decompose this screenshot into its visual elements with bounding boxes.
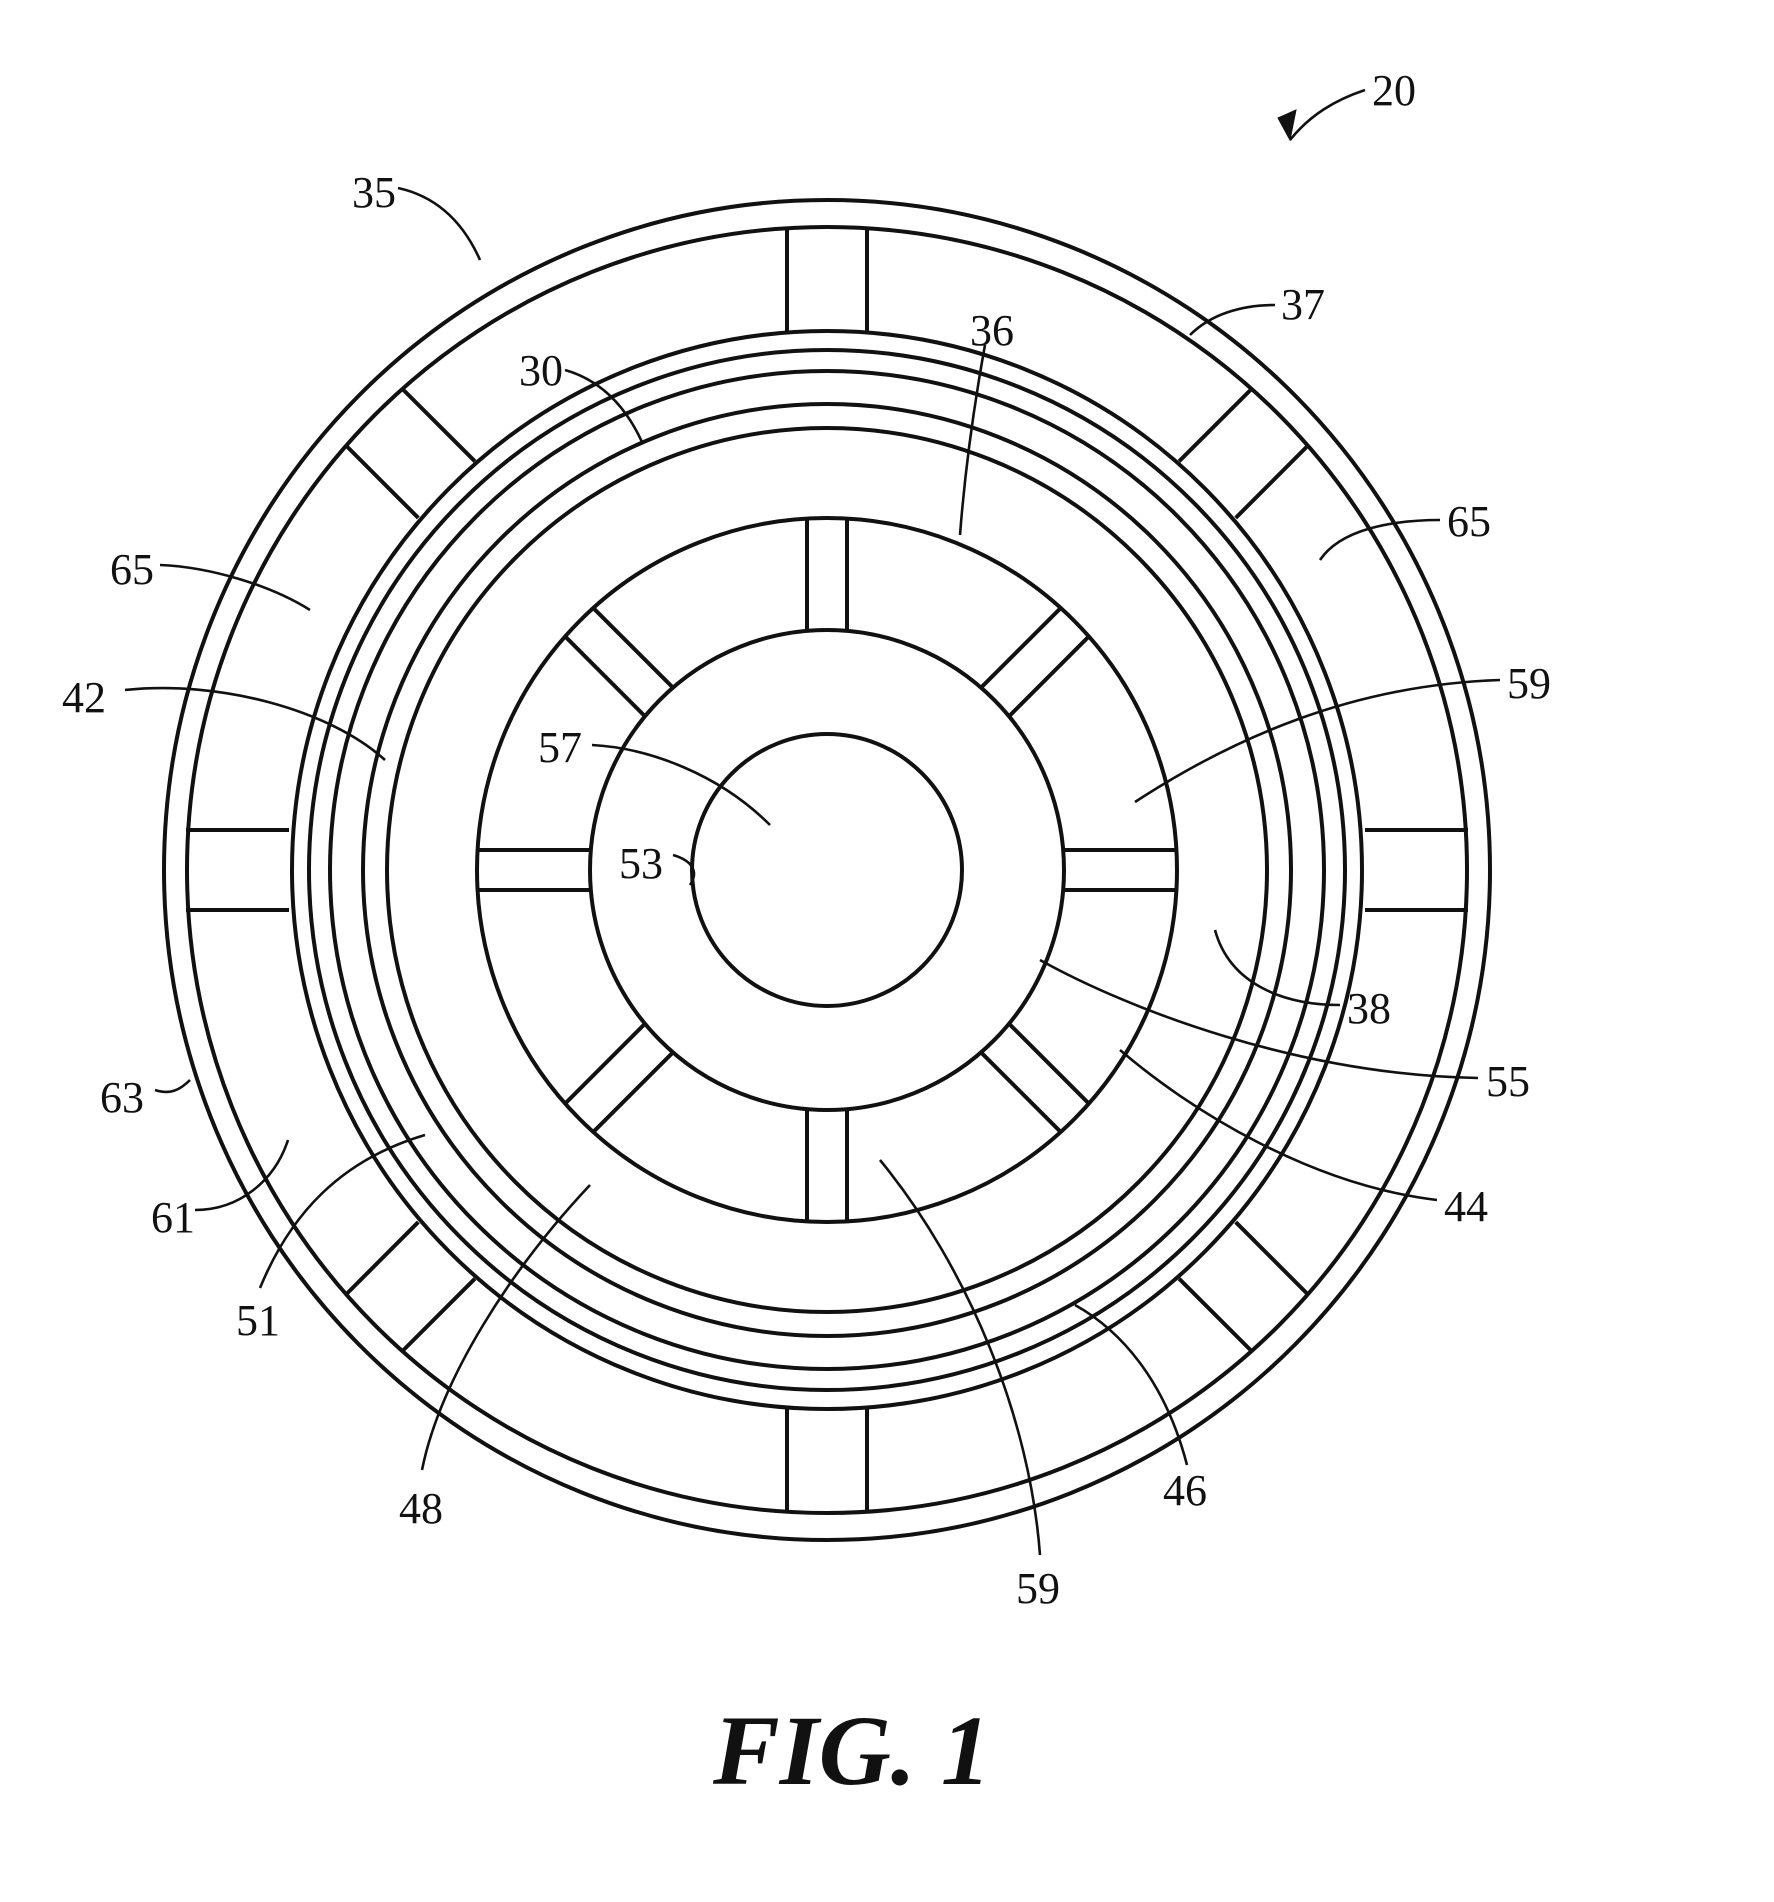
ref-label-48: 48 <box>399 1484 443 1533</box>
leader-20 <box>1290 90 1365 140</box>
ref-label-37: 37 <box>1281 280 1325 329</box>
ref-label-59-right: 59 <box>1507 659 1551 708</box>
ref-label-51: 51 <box>236 1296 280 1345</box>
leader-35 <box>398 188 480 260</box>
reference-labels: 20 35 37 36 30 65 65 42 59 57 53 38 55 6… <box>62 66 1551 1613</box>
ref-label-61: 61 <box>151 1193 195 1242</box>
ref-label-42: 42 <box>62 673 106 722</box>
leader-38 <box>1215 930 1340 1005</box>
leader-36 <box>960 345 985 535</box>
outer-stator-tooth-5-edge-1 <box>346 1222 419 1295</box>
inner-rotor-inner-edge <box>387 428 1267 1312</box>
leader-55 <box>1040 960 1478 1078</box>
leader-61 <box>195 1140 288 1210</box>
leader-63 <box>155 1080 190 1092</box>
outer-stator-tooth-1-edge-0 <box>1179 389 1252 462</box>
outer-stator-inner-edge <box>292 331 1362 1409</box>
ref-label-30: 30 <box>519 346 563 395</box>
ref-label-53: 53 <box>619 839 663 888</box>
ref-label-44: 44 <box>1444 1182 1488 1231</box>
leader-46 <box>1075 1305 1187 1465</box>
ref-label-59-bottom: 59 <box>1016 1564 1060 1613</box>
outer-stator-tooth-3-edge-0 <box>1236 1222 1309 1295</box>
outer-rotor-inner-edge <box>330 371 1324 1369</box>
ref-label-57: 57 <box>538 723 582 772</box>
outer-stator-tooth-5-edge-0 <box>402 1279 475 1352</box>
outer-stator-tooth-7-edge-1 <box>402 389 475 462</box>
outer-stator-tooth-1-edge-1 <box>1236 445 1309 518</box>
ref-label-36: 36 <box>970 306 1014 355</box>
outer-rotor-outer-edge <box>309 350 1345 1390</box>
ref-label-35: 35 <box>352 168 396 217</box>
radial-spokes <box>186 229 1468 1511</box>
ref-label-65-right: 65 <box>1447 497 1491 546</box>
ref-label-46: 46 <box>1163 1466 1207 1515</box>
outer-stator-tooth-3-edge-1 <box>1179 1279 1252 1352</box>
shaft-bore <box>692 734 962 1006</box>
ref-label-20: 20 <box>1372 66 1416 115</box>
outer-stator-outer-edge <box>187 227 1467 1513</box>
ref-label-65-left: 65 <box>110 545 154 594</box>
leader-65-right <box>1320 520 1440 560</box>
figure-caption: FIG. 1 <box>712 1695 991 1806</box>
leader-59-bottom <box>880 1160 1040 1555</box>
outer-stator-tooth-7-edge-0 <box>346 445 419 518</box>
ref-label-55: 55 <box>1486 1057 1530 1106</box>
inner-stator-outer-edge <box>477 518 1177 1222</box>
ref-label-38: 38 <box>1347 984 1391 1033</box>
ref-label-63: 63 <box>100 1073 144 1122</box>
concentric-rings <box>164 200 1490 1540</box>
inner-rotor-outer-edge <box>363 404 1291 1336</box>
